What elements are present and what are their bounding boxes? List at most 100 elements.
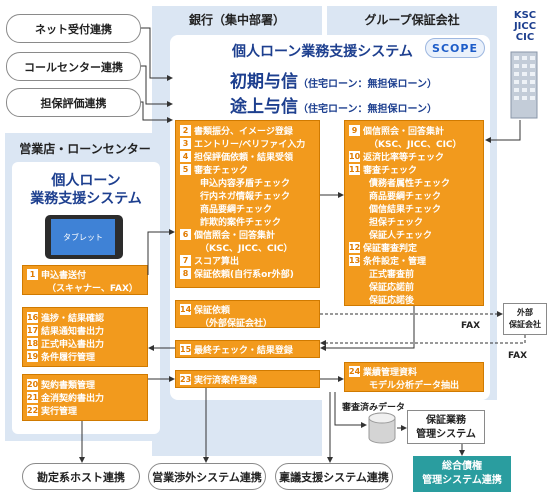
approval-system-link[interactable]: 稟議支援システム連携 <box>275 463 393 490</box>
interim-credit-label: 途上与信 <box>230 97 298 117</box>
step-number: 5 <box>180 164 191 175</box>
collateral-evaluation-link[interactable]: 担保評価連携 <box>6 88 141 117</box>
step-text: 債務者属性チェック <box>369 179 451 189</box>
step-text: 担保評価依頼・結果受領 <box>194 153 294 163</box>
step-number: 18 <box>27 338 39 349</box>
step-text: 個信結果チェック <box>369 205 442 215</box>
step-text: 保証人チェック <box>369 231 433 241</box>
step-sub-row: 債務者属性チェック <box>349 176 479 189</box>
step-sub-row: （KSC、JICC、CIC） <box>180 241 315 254</box>
scope-logo: SCOPE <box>425 38 485 58</box>
step-text: 個信照会・回答集計 <box>194 231 276 241</box>
step-text: 最終チェック・結果登録 <box>194 346 293 356</box>
step-text: 担保チェック <box>369 218 424 228</box>
step-sub-row: 詐欺的案件チェック <box>180 215 315 228</box>
call-center-link[interactable]: コールセンター連携 <box>6 52 141 81</box>
system-title: 個人ローン業務支援システム <box>232 44 413 60</box>
tablet-label: タブレット <box>63 232 103 242</box>
interim-credit-heading: 途上与信（住宅ローン：無担保ローン） <box>230 92 437 117</box>
step-sub-row: 保証応諾後 <box>349 293 479 306</box>
step-sub-row: モデル分析データ抽出 <box>349 378 479 391</box>
step-sub-row: 正式審査前 <box>349 267 479 280</box>
step-text: 詐欺的案件チェック <box>200 218 282 228</box>
step-number: 23 <box>180 374 192 385</box>
step-text: 保証依頼 <box>194 306 231 316</box>
step-number: 16 <box>27 312 39 323</box>
step-text: 書類振分、イメージ登録 <box>194 127 293 137</box>
sales-system-link[interactable]: 営業渉外システム連携 <box>148 463 266 490</box>
step-number: 24 <box>349 366 361 377</box>
step-number: 2 <box>180 125 191 136</box>
application-label: 申込書送付 <box>41 271 87 281</box>
fax-label-2: FAX <box>508 351 528 361</box>
step-number: 12 <box>349 242 361 253</box>
guarantee-system-l1: 保証業務 <box>426 415 466 426</box>
step-sub-row: 行内ネガ情報チェック <box>180 189 315 202</box>
step-sub-row: 個信結果チェック <box>349 202 479 215</box>
tablet-screen: タブレット <box>51 219 115 255</box>
guarantee-system-box: 保証業務 管理システム <box>407 410 485 444</box>
step-number: 11 <box>349 164 361 175</box>
step-number: 3 <box>180 138 191 149</box>
step-number: 19 <box>27 351 39 362</box>
step-text: 条件履行管理 <box>41 353 96 363</box>
credit-bureau-jicc: JICC <box>513 21 537 32</box>
branch-system-title: 個人ローン 業務支援システム <box>12 172 160 208</box>
step-text: 個信照会・回答集計 <box>363 127 445 137</box>
tablet-icon: タブレット <box>45 215 123 259</box>
step-number: 21 <box>27 392 39 403</box>
step-text: （外部保証会社） <box>200 319 273 329</box>
step-text: （KSC、JICC、CIC） <box>369 140 462 150</box>
net-reception-link[interactable]: ネット受付連携 <box>6 14 141 43</box>
step-text: 保証応諾前 <box>369 283 415 293</box>
step-sub-row: 担保チェック <box>349 215 479 228</box>
step-sub-row: 保証人チェック <box>349 228 479 241</box>
step-text: スコア算出 <box>194 257 240 267</box>
scope-logo-text: SCOPE <box>432 41 478 55</box>
reviewed-data-label: 審査済みデータ <box>342 403 406 413</box>
step-text: 条件設定・管理 <box>363 257 427 267</box>
step-number: 15 <box>180 344 192 355</box>
building-icon <box>510 51 538 119</box>
step-text: エントリー/ベリファイ入力 <box>194 140 306 150</box>
host-system-link[interactable]: 勘定系ホスト連携 <box>22 463 140 490</box>
step-number: 6 <box>180 229 191 240</box>
step-text: 行内ネガ情報チェック <box>200 192 291 202</box>
step-sub-row: 申込内容矛盾チェック <box>180 176 315 189</box>
step-text: 進捗・結果確認 <box>41 314 105 324</box>
step-sub-row: 商品要綱チェック <box>349 189 479 202</box>
initial-credit-note: （住宅ローン：無担保ローン） <box>298 79 437 90</box>
interim-credit-note: （住宅ローン：無担保ローン） <box>298 104 437 115</box>
step-text: 審査チェック <box>194 166 249 176</box>
step-text: 正式申込書出力 <box>41 340 105 350</box>
step-number: 8 <box>180 268 191 279</box>
credit-bureau-cic: CIC <box>515 32 535 43</box>
step-text: 金消契約書出力 <box>41 394 105 404</box>
integrated-system-link[interactable]: 総合債権 管理システム連携 <box>413 456 511 492</box>
initial-credit-label: 初期与信 <box>230 72 298 92</box>
credit-bureau-labels: KSC JICC CIC <box>505 10 545 43</box>
step-text: 実行管理 <box>41 407 78 417</box>
step-number: 7 <box>180 255 191 266</box>
external-guarantor-l2: 保証会社 <box>509 320 541 329</box>
step-text: 契約書類管理 <box>41 381 96 391</box>
guarantee-system-l2: 管理システム <box>416 429 476 440</box>
step-text: 結果通知書出力 <box>41 327 105 337</box>
step-text: 申込内容矛盾チェック <box>200 179 291 189</box>
initial-credit-heading: 初期与信（住宅ローン：無担保ローン） <box>230 67 437 92</box>
step-text: 商品要綱チェック <box>369 192 442 202</box>
